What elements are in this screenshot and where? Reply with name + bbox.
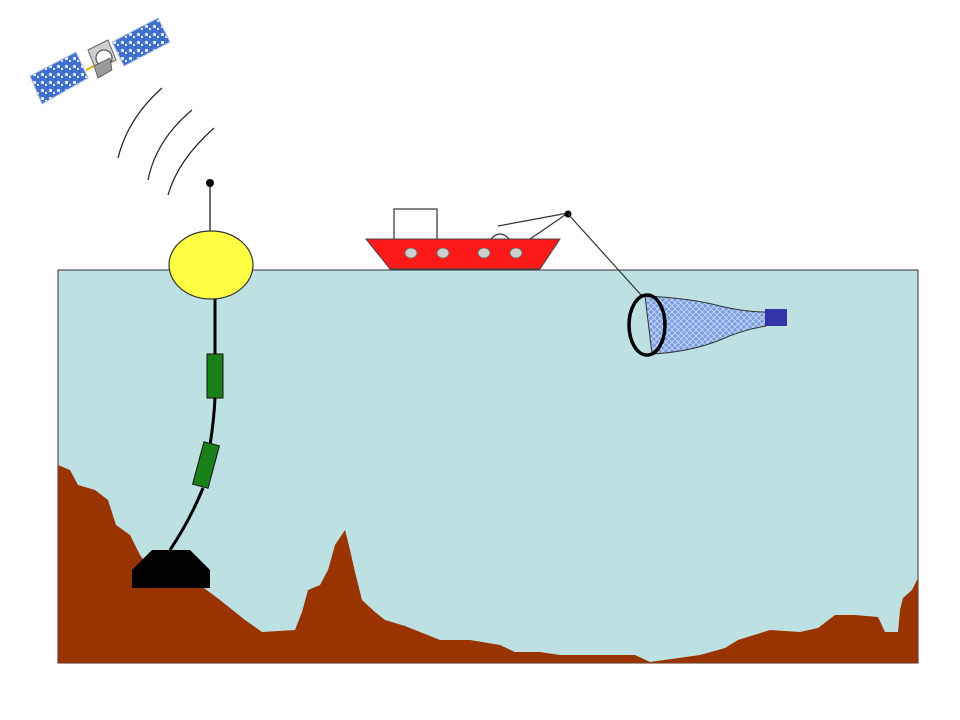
- satellite-base: [93, 57, 113, 79]
- research-ship: [364, 208, 572, 270]
- ship-crane: [497, 212, 569, 240]
- ship-cabin: [393, 208, 438, 241]
- signal-waves-icon: [117, 87, 215, 196]
- tow-cable: [567, 213, 643, 297]
- porthole-4: [509, 247, 523, 259]
- sensor-lower: [191, 441, 221, 489]
- buoy: [168, 230, 254, 300]
- net-codend: [765, 309, 787, 326]
- porthole-2: [436, 247, 450, 259]
- plankton-net: [627, 293, 787, 357]
- satellite-solar-panel-right: [111, 17, 171, 67]
- sensor-upper: [206, 353, 224, 399]
- satellite-icon: [29, 17, 171, 105]
- ship-hull: [364, 238, 561, 270]
- mooring-line: [168, 298, 217, 551]
- porthole-3: [477, 247, 491, 259]
- anchor-weight: [132, 550, 210, 588]
- porthole-1: [404, 247, 418, 259]
- seabed: [58, 465, 918, 663]
- antenna-tip: [206, 179, 214, 187]
- net-ring: [627, 293, 667, 357]
- satellite-solar-panel-left: [29, 51, 89, 105]
